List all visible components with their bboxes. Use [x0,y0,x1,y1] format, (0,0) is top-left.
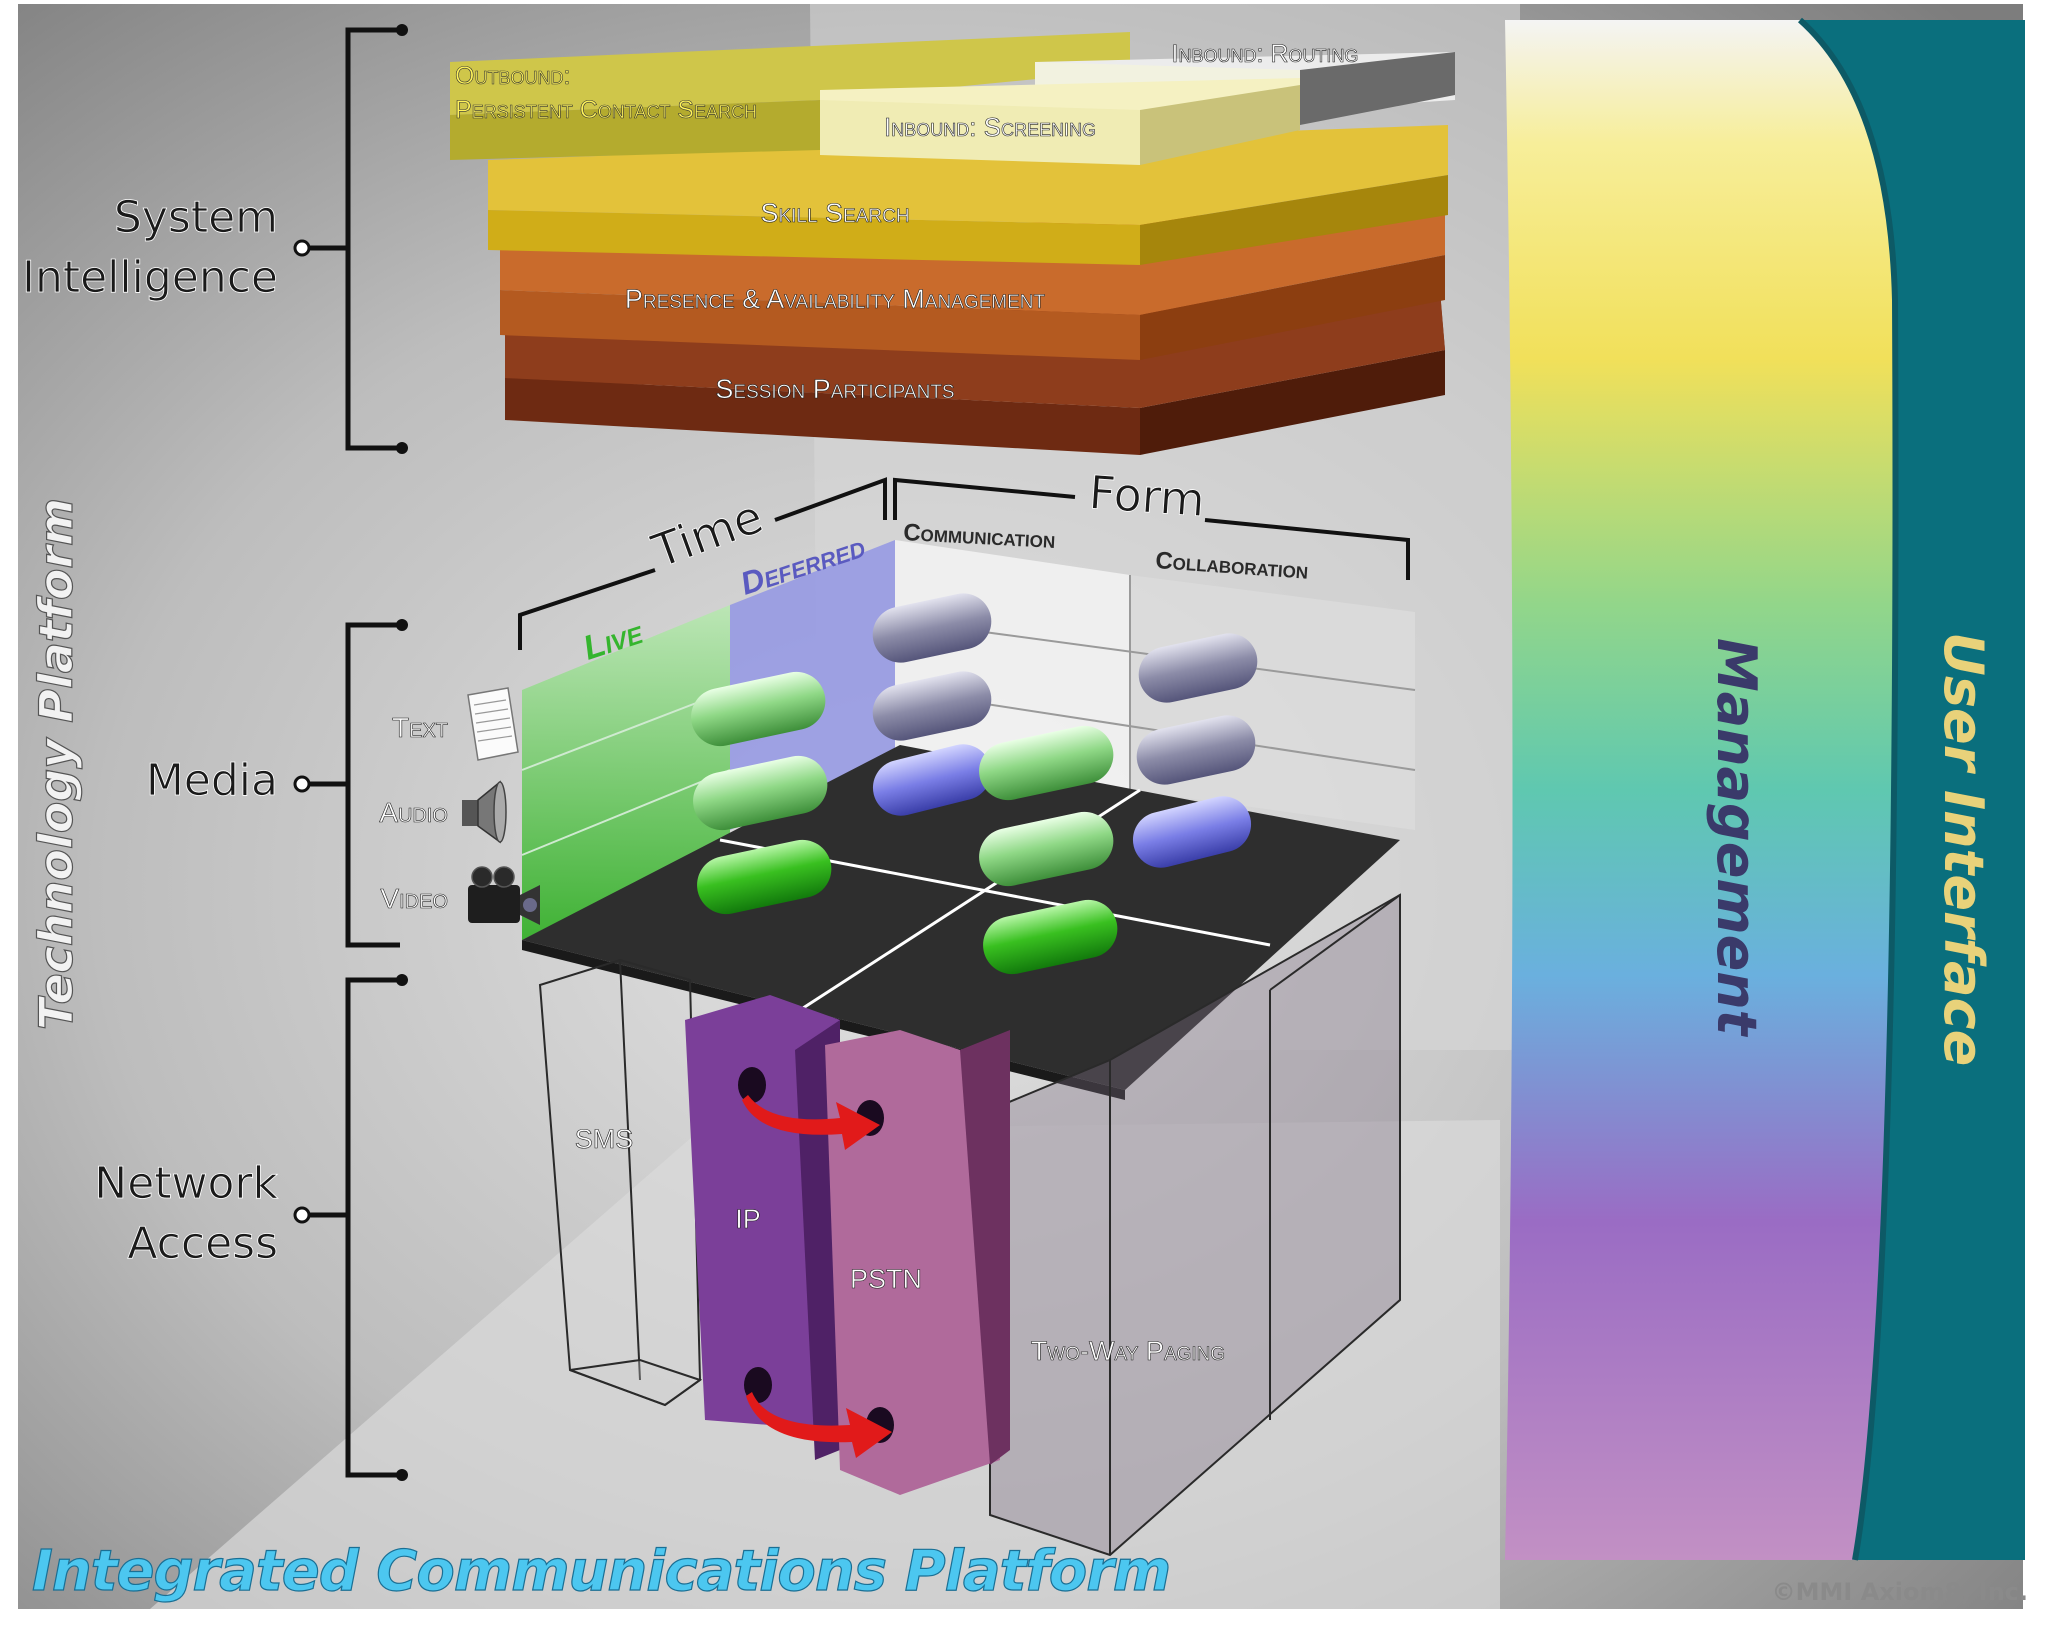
pstn-label: PSTN [850,1264,922,1294]
management-label: Management [1705,638,1768,1038]
user-interface-label: User Interface [1932,632,1995,1066]
skill-search-label: Skill Search [760,198,909,228]
bracket-dot [293,239,311,257]
media-label: Media [146,755,278,806]
media-audio-label: Audio [379,797,448,828]
inbound-routing-label: Inbound: Routing [1172,40,1359,68]
time-axis-bracket [518,477,887,650]
bracket-dot [396,619,408,631]
sms-label: SMS [575,1124,634,1154]
two-way-paging-box [989,893,1401,1557]
network-access-label-line2: Access [127,1218,278,1269]
outbound-label-line1: Outbound: [455,62,570,90]
layer-outbound [450,32,1130,160]
bracket-media [305,622,400,948]
bracket-dot [293,775,311,793]
presence-availability-label: Presence & Availability Management [625,284,1046,314]
pill-communication-text [872,593,992,663]
pill-deferred-video-collaboration [1132,796,1252,868]
pill-collaboration-audio [1136,715,1256,785]
user-interface-panel [1800,20,2025,1560]
bracket-dot [293,1206,311,1224]
media-text-label: Text [392,712,448,743]
two-way-paging-label: Two-Way Paging [1031,1336,1225,1366]
bracket-network-access [305,977,400,1478]
bracket-dot [396,24,408,36]
pill-collaboration-text [1138,633,1258,703]
pill-collab-live-video [983,899,1118,975]
bracket-dot [396,974,408,986]
sms-box [538,958,703,1407]
ip-label: IP [735,1204,761,1234]
system-intelligence-label-line2: Intelligence [22,252,278,303]
pill-communication-audio [872,671,992,741]
video-camera-icon [468,866,540,925]
pill-live-audio [693,755,828,831]
copyright-text: ©MMI Axiom8, Inc. [1772,1578,2028,1606]
pill-live-video [697,839,832,915]
live-panel [522,605,730,940]
pill-deferred-video-communication [872,744,992,816]
pill-collab-live-text [979,725,1114,801]
form-axis-bracket [893,477,1410,580]
arrow-ip-to-pstn-bottom [744,1367,894,1458]
technology-platform-label: Technology Platform [29,498,83,1030]
management-panel [1505,20,1906,1560]
form-label: Form [1087,465,1206,527]
arrow-ip-to-pstn-top [738,1067,884,1150]
inbound-screening-label: Inbound: Screening [884,112,1096,142]
pstn-slab [825,1030,1010,1495]
system-intelligence-label-line1: System [114,192,278,243]
pill-live-text [691,671,826,747]
document-icon [467,687,519,761]
network-access-label-line1: Network [94,1158,278,1209]
bracket-dot [396,1469,408,1481]
page-title: Integrated Communications Platform [32,1539,1170,1604]
bracket-dot [396,442,408,454]
pill-collab-live-audio [979,811,1114,887]
speaker-icon [462,780,507,844]
bracket-system-intelligence [305,27,400,451]
user-interface-panel-edge [1798,17,1899,1561]
media-video-label: Video [380,883,448,914]
layer-inbound-screening [820,78,1300,165]
outbound-label-line2: Persistent Contact Search [455,96,757,124]
session-participants-label: Session Participants [715,374,954,404]
